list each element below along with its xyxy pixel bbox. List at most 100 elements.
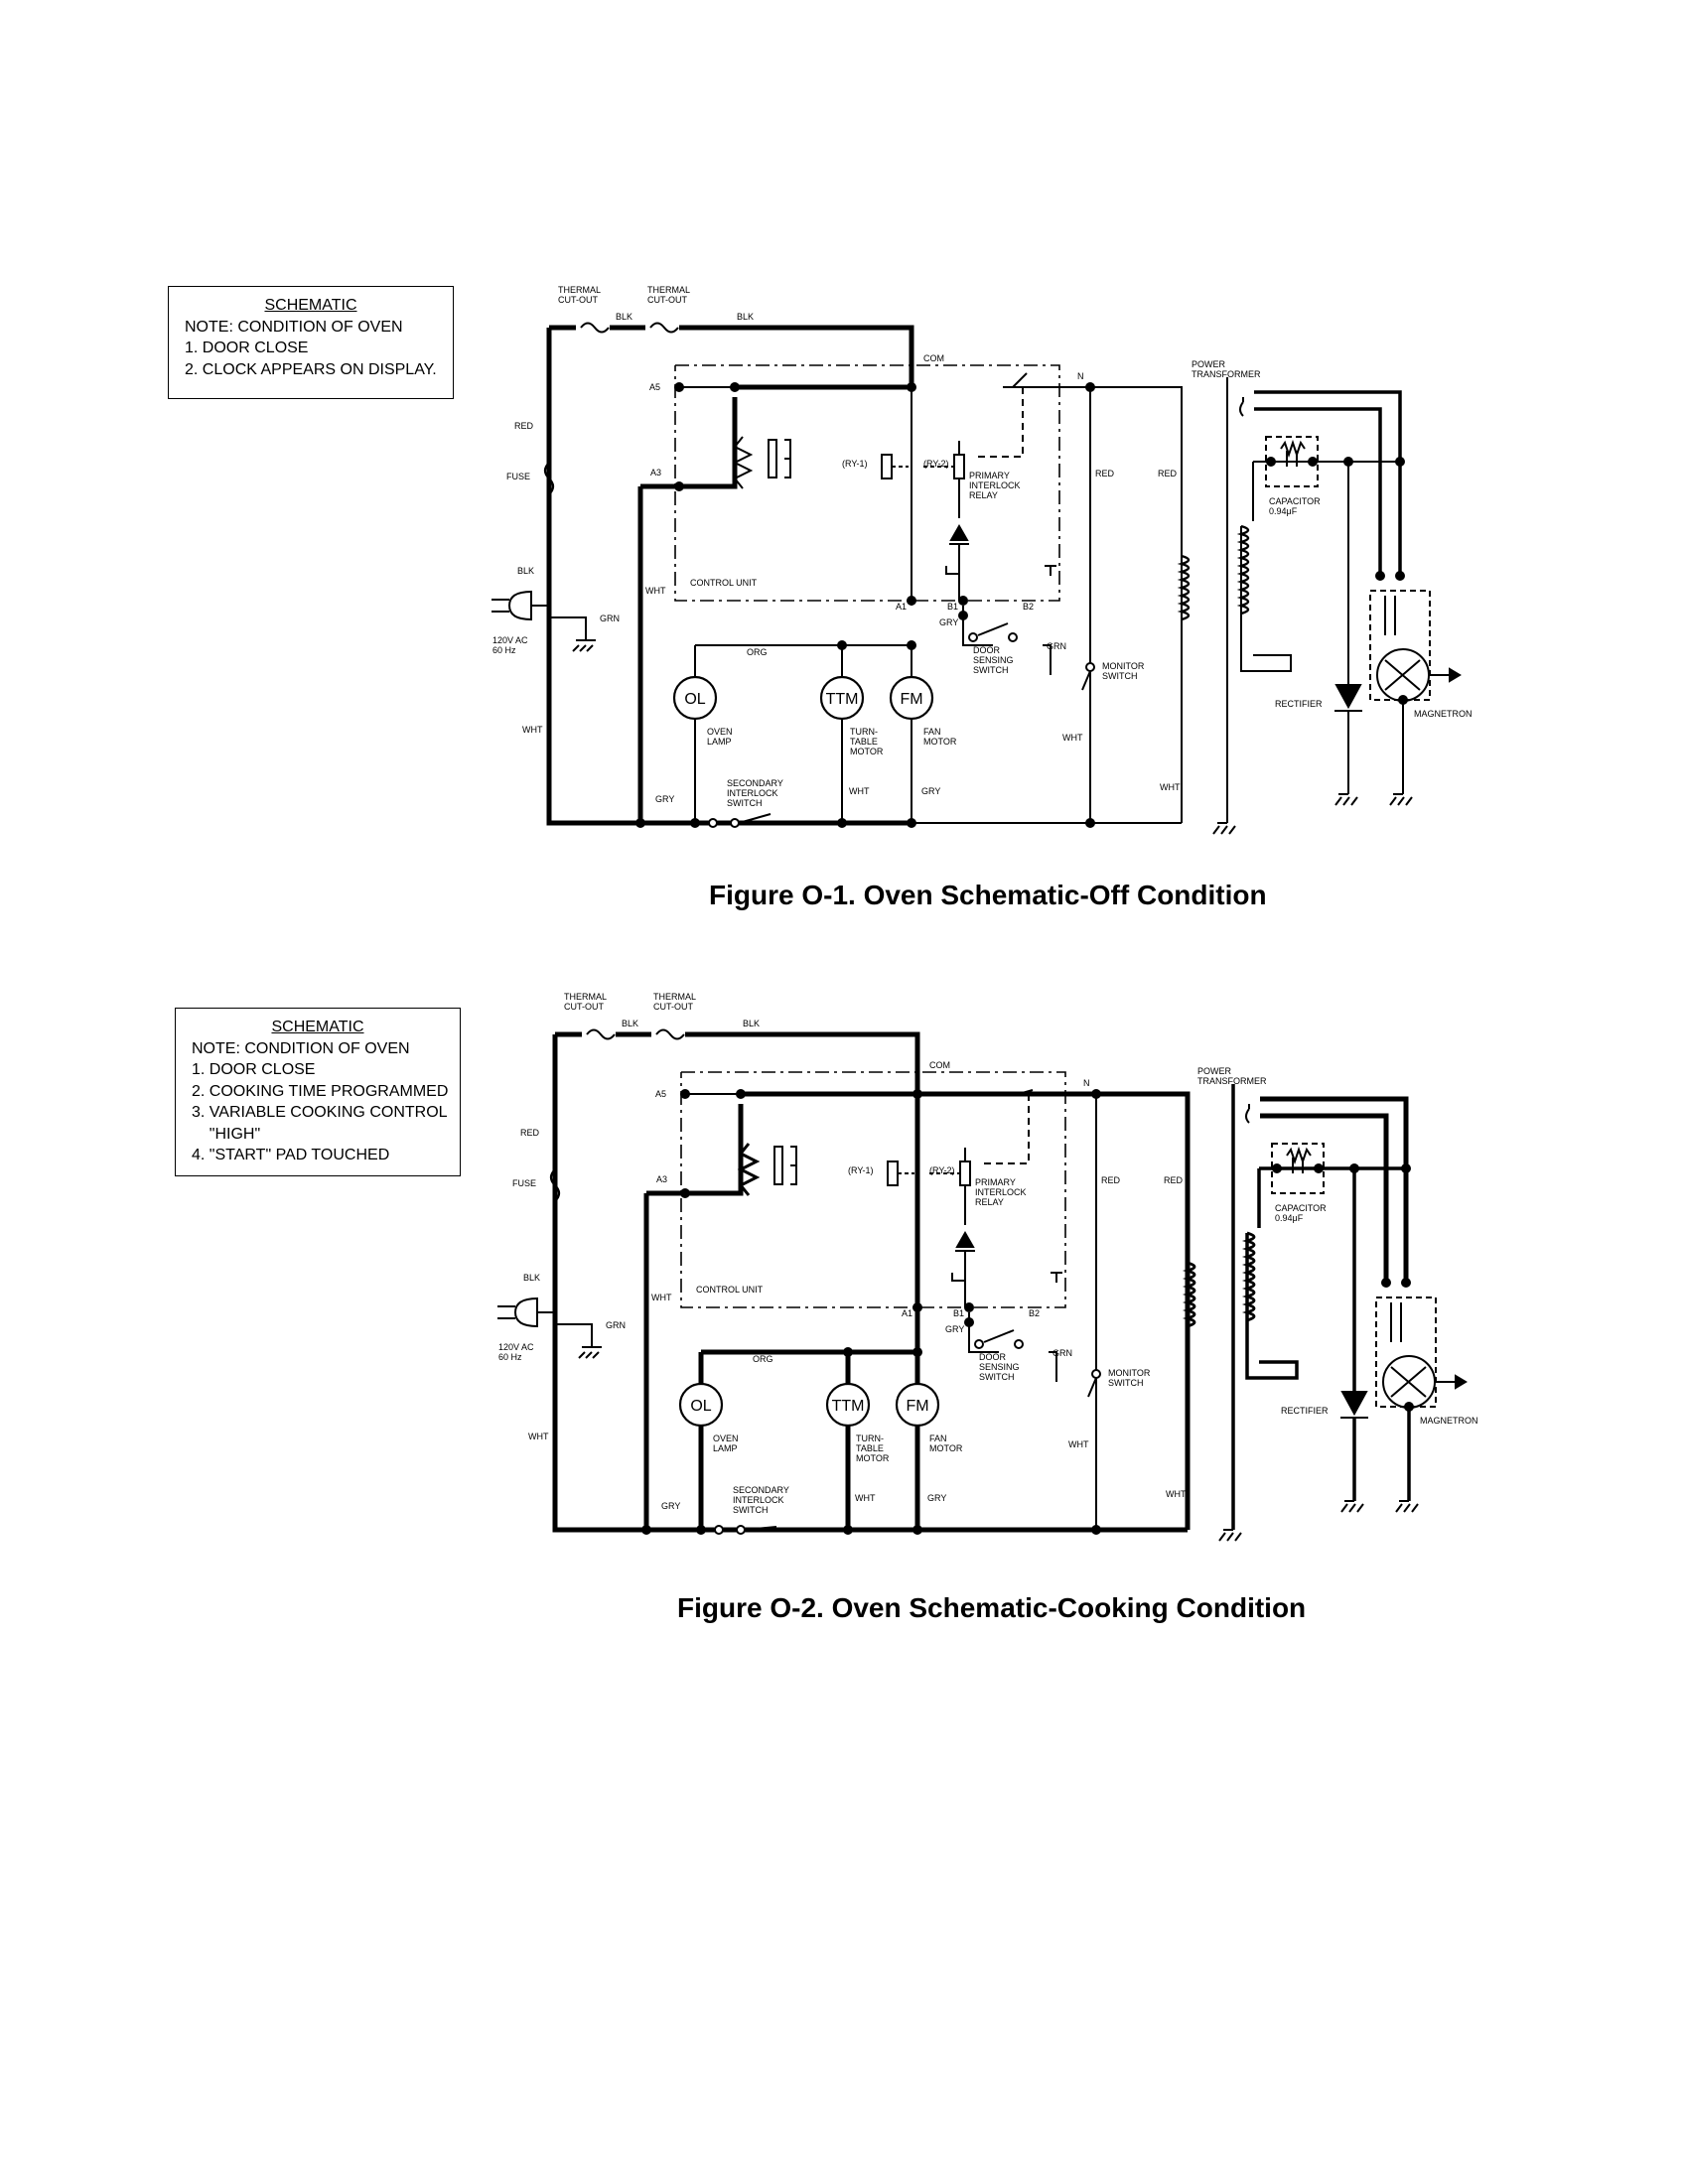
fuse-label: FUSE <box>512 1178 536 1188</box>
oven-lamp-label: LAMP <box>707 737 732 747</box>
note-line: 4. "START" PAD TOUCHED <box>192 1147 390 1163</box>
wire-label-red: RED <box>1158 469 1178 478</box>
relay-label-ry1: (RY-1) <box>848 1165 874 1175</box>
turntable-motor-label: MOTOR <box>856 1453 890 1463</box>
wire-label-wht: WHT <box>651 1293 672 1302</box>
schematic-note-box-1: SCHEMATIC NOTE: CONDITION OF OVEN 1. DOO… <box>168 286 454 399</box>
fan-motor-label: MOTOR <box>923 737 957 747</box>
turntable-motor-label: TABLE <box>856 1443 884 1453</box>
wire-label-wht: WHT <box>855 1493 876 1503</box>
wire-label-org: ORG <box>747 647 768 657</box>
note-line: NOTE: CONDITION OF OVEN <box>185 318 403 336</box>
secondary-interlock-switch-label: SECONDARY <box>727 778 783 788</box>
control-unit-label: CONTROL UNIT <box>690 578 758 588</box>
wire-label-red: RED <box>1101 1175 1121 1185</box>
monitor-switch-label: SWITCH <box>1108 1378 1144 1388</box>
fan-motor-label: FAN <box>929 1433 947 1443</box>
thermal-cutout-label-1: CUT-OUT <box>564 1002 604 1012</box>
fan-motor-symbol: FM <box>900 691 922 708</box>
primary-interlock-relay-label: PRIMARY <box>975 1177 1016 1187</box>
schematic-note-box-2: SCHEMATIC NOTE: CONDITION OF OVEN 1. DOO… <box>175 1008 461 1176</box>
wire-label-wht: WHT <box>522 725 543 735</box>
turntable-motor-symbol: TTM <box>832 1398 865 1415</box>
turntable-motor-label: MOTOR <box>850 747 884 756</box>
primary-interlock-relay-label: INTERLOCK <box>975 1187 1027 1197</box>
secondary-interlock-switch-label: INTERLOCK <box>733 1495 784 1505</box>
thermal-cutout-label-2: THERMAL <box>647 285 690 295</box>
wire-label-org: ORG <box>753 1354 773 1364</box>
power-transformer-label: TRANSFORMER <box>1192 369 1261 379</box>
wire-label-com: COM <box>929 1060 950 1070</box>
wire-label-wht: WHT <box>1166 1489 1187 1499</box>
note-heading: SCHEMATIC <box>264 297 357 314</box>
power-transformer-label: TRANSFORMER <box>1197 1076 1267 1086</box>
secondary-interlock-switch-label: INTERLOCK <box>727 788 778 798</box>
power-transformer-label: POWER <box>1197 1066 1232 1076</box>
oven-lamp-symbol: OL <box>684 691 705 708</box>
magnetron-label: MAGNETRON <box>1414 709 1473 719</box>
oven-schematic-cooking-diagram: THERMAL CUT-OUT THERMAL CUT-OUT BLK BLK … <box>497 992 1478 1542</box>
primary-interlock-relay-label: RELAY <box>975 1197 1004 1207</box>
thermal-cutout-label-1: THERMAL <box>558 285 601 295</box>
wire-label-grn: GRN <box>1047 641 1066 651</box>
terminal-label-b1: B1 <box>953 1308 964 1318</box>
oven-schematic-off-diagram: THERMAL CUT-OUT THERMAL CUT-OUT BLK BLK … <box>491 285 1473 835</box>
door-sensing-switch-label: SENSING <box>979 1362 1020 1372</box>
ac-source-label: 120V AC <box>498 1342 534 1352</box>
door-sensing-switch-label: DOOR <box>979 1352 1007 1362</box>
wire-label-blk: BLK <box>517 566 534 576</box>
turntable-motor-label: TURN- <box>850 727 878 737</box>
door-sensing-switch-label: DOOR <box>973 645 1001 655</box>
thermal-cutout-label-1: CUT-OUT <box>558 295 598 305</box>
primary-interlock-relay-label: PRIMARY <box>969 471 1010 480</box>
note-line: 1. DOOR CLOSE <box>192 1061 316 1078</box>
wire-label-wht: WHT <box>528 1432 549 1441</box>
fan-motor-label: FAN <box>923 727 941 737</box>
wire-label-blk: BLK <box>737 312 754 322</box>
wire-label-wht: WHT <box>1068 1439 1089 1449</box>
primary-interlock-relay-label: INTERLOCK <box>969 480 1021 490</box>
oven-lamp-symbol: OL <box>690 1398 711 1415</box>
note-line: 3. VARIABLE COOKING CONTROL <box>192 1104 448 1121</box>
wire-label-gry: GRY <box>927 1493 946 1503</box>
figure-caption-2: Figure O-2. Oven Schematic-Cooking Condi… <box>677 1592 1307 1623</box>
capacitor-label: 0.94μF <box>1275 1213 1304 1223</box>
wire-label-wht: WHT <box>1160 782 1181 792</box>
rectifier-label: RECTIFIER <box>1275 699 1323 709</box>
ac-source-label: 120V AC <box>492 635 528 645</box>
wire-label-blk: BLK <box>523 1273 540 1283</box>
capacitor-label: 0.94μF <box>1269 506 1298 516</box>
terminal-label-a3: A3 <box>650 468 661 478</box>
wire-label-gry: GRY <box>921 786 940 796</box>
primary-interlock-relay-label: RELAY <box>969 490 998 500</box>
wire-label-gry: GRY <box>655 794 674 804</box>
monitor-switch-label: SWITCH <box>1102 671 1138 681</box>
turntable-motor-label: TABLE <box>850 737 878 747</box>
magnetron-label: MAGNETRON <box>1420 1416 1478 1426</box>
note-line: 1. DOOR CLOSE <box>185 340 309 356</box>
thermal-cutout-label-2: CUT-OUT <box>647 295 687 305</box>
wire-label-gry: GRY <box>945 1324 964 1334</box>
secondary-interlock-switch-label: SECONDARY <box>733 1485 789 1495</box>
wire-label-red: RED <box>1095 469 1115 478</box>
wire-label-red: RED <box>520 1128 540 1138</box>
capacitor-label: CAPACITOR <box>1269 496 1321 506</box>
wire-label-blk: BLK <box>743 1019 760 1028</box>
figure-caption-1: Figure O-1. Oven Schematic-Off Condition <box>709 880 1267 910</box>
wire-label-grn: GRN <box>606 1320 626 1330</box>
terminal-label-a1: A1 <box>902 1308 912 1318</box>
secondary-interlock-switch-label: SWITCH <box>733 1505 769 1515</box>
monitor-switch-label: MONITOR <box>1108 1368 1151 1378</box>
rectifier-label: RECTIFIER <box>1281 1406 1329 1416</box>
terminal-label-n: N <box>1083 1078 1090 1088</box>
oven-lamp-label: OVEN <box>713 1433 739 1443</box>
wire-label-blk: BLK <box>622 1019 638 1028</box>
note-line: "HIGH" <box>192 1125 261 1143</box>
terminal-label-b2: B2 <box>1029 1308 1040 1318</box>
door-sensing-switch-label: SWITCH <box>979 1372 1015 1382</box>
oven-lamp-label: OVEN <box>707 727 733 737</box>
door-sensing-switch-label: SENSING <box>973 655 1014 665</box>
oven-lamp-label: LAMP <box>713 1443 738 1453</box>
fan-motor-label: MOTOR <box>929 1443 963 1453</box>
thermal-cutout-label-2: CUT-OUT <box>653 1002 693 1012</box>
